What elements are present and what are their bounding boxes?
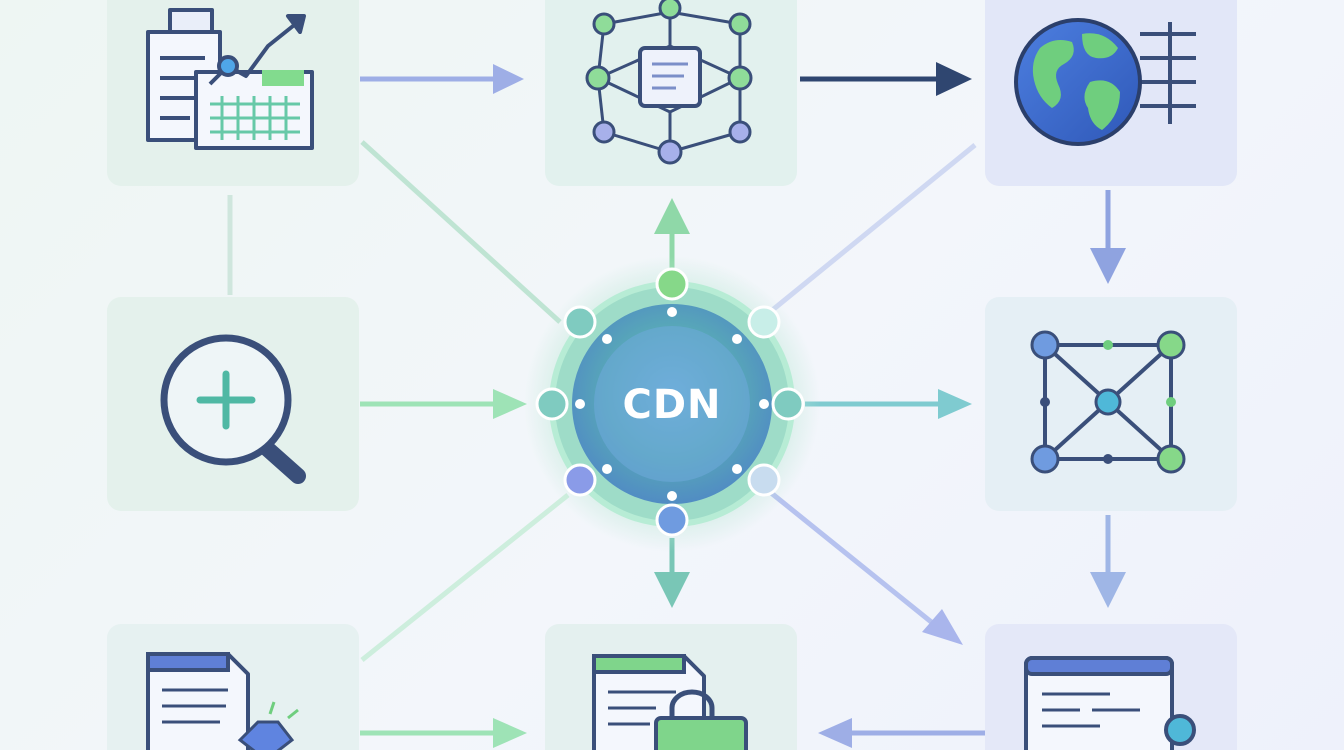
- arrows: [360, 62, 1126, 748]
- document-gem-icon: [146, 652, 299, 750]
- arrow-hub-to-mesh: [805, 389, 972, 419]
- browser-window-icon: [1024, 656, 1196, 750]
- document-lock-icon: [592, 654, 748, 750]
- hub-inner: [594, 326, 750, 482]
- arrow-hub-to-browser: [768, 490, 963, 645]
- arrow-analytics-to-network: [360, 64, 524, 94]
- hub-satellites: [535, 267, 805, 537]
- arrow-browser-to-doclock: [818, 718, 985, 748]
- connectors: [227, 140, 977, 662]
- hub-dots: [575, 307, 769, 501]
- arrow-mesh-to-browser: [1090, 515, 1126, 608]
- connector-analytics-hub: [360, 140, 562, 324]
- arrow-docgem-to-doclock: [360, 718, 527, 748]
- magnifier-plus-icon: [160, 334, 306, 484]
- globe-grid-icon: [1014, 18, 1196, 146]
- arrow-globe-to-mesh: [1090, 190, 1126, 284]
- analytics-dashboard-icon: [146, 8, 314, 150]
- arrow-network-to-globe: [800, 62, 972, 96]
- connector-docgem-hub: [360, 493, 570, 662]
- cdn-hub[interactable]: CDN: [524, 256, 820, 552]
- network-document-icon: [585, 0, 753, 165]
- arrow-search-to-hub: [360, 389, 527, 419]
- mesh-network-icon: [1030, 330, 1186, 474]
- connector-globe-hub: [768, 143, 977, 314]
- hub-label: CDN: [622, 382, 721, 428]
